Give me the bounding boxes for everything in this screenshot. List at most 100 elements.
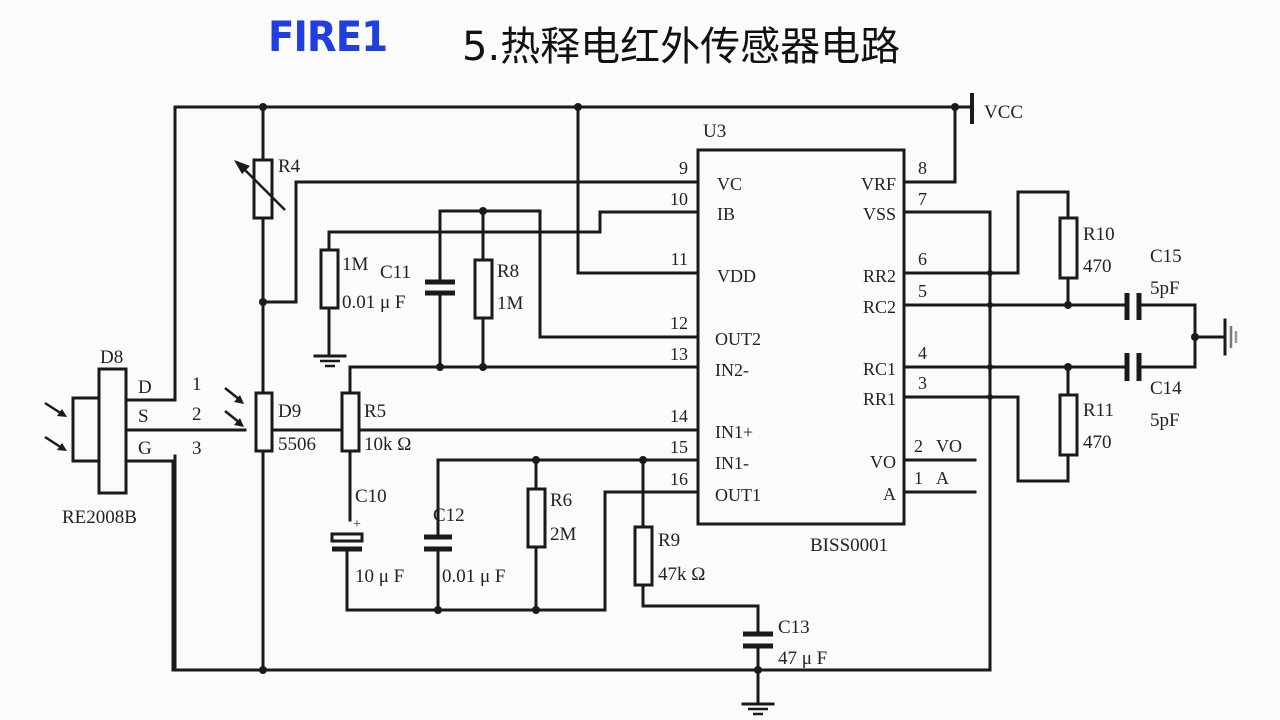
c11-value: 0.01 μ F <box>342 292 406 313</box>
pin-num-15: 15 <box>670 437 688 457</box>
d8-pin-num-1: 1 <box>192 374 202 395</box>
pin-name-rr1: RR1 <box>863 389 896 409</box>
c15-ref: C15 <box>1150 246 1182 267</box>
photoresistor-d9 <box>224 387 344 672</box>
ground-rail <box>173 210 992 674</box>
r9-ref: R9 <box>658 530 680 551</box>
resistor-r5 <box>340 365 361 522</box>
d8-pin-num-3: 3 <box>192 438 202 459</box>
capacitor-c13 <box>741 631 775 716</box>
c13-value: 47 μ F <box>778 648 827 669</box>
d8-pin-d: D <box>138 377 152 398</box>
pin-name-rc1: RC1 <box>863 359 896 379</box>
d8-pin-s: S <box>138 406 149 427</box>
c11-ref: C11 <box>380 262 411 283</box>
pin-name-out1: OUT1 <box>715 485 761 505</box>
pin-name-out2: OUT2 <box>715 329 761 349</box>
pin-name-vc: VC <box>717 174 742 194</box>
capacitor-c12 <box>424 458 452 614</box>
resistor-1m <box>313 248 347 368</box>
pin-num-6: 6 <box>918 249 927 269</box>
r11-ref: R11 <box>1083 400 1114 421</box>
r6-value: 2M <box>550 524 577 545</box>
resistor-r8 <box>473 207 494 371</box>
pin-num-16: 16 <box>670 469 688 489</box>
r9-value: 47k Ω <box>658 564 705 585</box>
d8-ref: D8 <box>100 347 123 368</box>
ib-wire <box>327 210 602 252</box>
out-num-1: 1 <box>914 468 923 488</box>
pin-name-vss: VSS <box>863 204 896 224</box>
out1-wire <box>345 490 607 612</box>
r11-value: 470 <box>1083 432 1112 453</box>
c15-value: 5pF <box>1150 278 1180 299</box>
pin-name-in2-: IN2- <box>715 360 749 380</box>
d9-ref: D9 <box>278 401 301 422</box>
d8-pin-g: G <box>138 438 152 459</box>
pin-name-rr2: RR2 <box>863 266 896 286</box>
pin-num-12: 12 <box>670 313 688 333</box>
d8-pin-num-2: 2 <box>192 404 202 425</box>
pin-num-4: 4 <box>918 343 927 363</box>
pin-name-a: A <box>883 484 896 504</box>
pin-name-in1-: IN1- <box>715 453 749 473</box>
capacitor-c15 <box>1124 293 1238 369</box>
vc-wire <box>261 180 602 304</box>
resistor-r11 <box>987 363 1079 483</box>
pin-name-in1+: IN1+ <box>715 422 753 442</box>
pin-num-14: 14 <box>670 406 688 426</box>
pin-num-8: 8 <box>918 158 927 178</box>
logo: FIRE1 <box>268 12 388 61</box>
ic-ref: U3 <box>703 121 726 142</box>
pin-name-vdd: VDD <box>717 266 756 286</box>
pin-num-13: 13 <box>670 344 688 364</box>
resistor-r6 <box>526 456 547 614</box>
r5-value: 10k Ω <box>364 434 411 455</box>
capacitor-c10 <box>330 532 364 612</box>
vcc-label: VCC <box>984 102 1023 123</box>
pin-name-rc2: RC2 <box>863 297 896 317</box>
pin-num-10: 10 <box>670 189 688 209</box>
out-name-a: A <box>936 468 949 488</box>
pin-num-11: 11 <box>671 249 688 269</box>
c10-polarity: + <box>353 517 361 532</box>
pin-name-vrf: VRF <box>861 174 896 194</box>
r10-value: 470 <box>1083 256 1112 277</box>
c10-value: 10 μ F <box>355 566 404 587</box>
capacitor-c11 <box>425 209 542 371</box>
resistor-r4 <box>234 105 286 394</box>
c14-value: 5pF <box>1150 410 1180 431</box>
pin-num-5: 5 <box>918 281 927 301</box>
resistor-r10 <box>987 190 1079 309</box>
pin-num-9: 9 <box>679 158 688 178</box>
ic-left-pins <box>348 180 700 494</box>
pin-num-3: 3 <box>918 373 927 393</box>
ic-u3 <box>696 148 906 526</box>
c12-value: 0.01 μ F <box>442 566 506 587</box>
c12-ref: C12 <box>433 505 465 526</box>
c14-ref: C14 <box>1150 378 1182 399</box>
title-bar: FIRE1 5.热释电红外传感器电路 <box>0 0 1280 80</box>
r6-ref: R6 <box>550 490 572 511</box>
d9-value: 5506 <box>278 434 316 455</box>
c13-ref: C13 <box>778 617 810 638</box>
ic-right-pins <box>902 105 1127 494</box>
c10-ref: C10 <box>355 486 387 507</box>
r4-ref: R4 <box>278 156 301 177</box>
out-num-2: 2 <box>914 436 923 456</box>
pin-name-ib: IB <box>717 204 735 224</box>
pin-name-vo: VO <box>870 452 896 472</box>
pin-num-7: 7 <box>918 189 927 209</box>
r8-value: 1M <box>497 293 524 314</box>
ic-part: BISS0001 <box>810 535 888 556</box>
out-name-vo: VO <box>936 436 962 456</box>
pir-sensor-d8 <box>44 367 247 672</box>
r-1m-value: 1M <box>342 254 369 275</box>
r8-ref: R8 <box>497 261 519 282</box>
r10-ref: R10 <box>1083 224 1115 245</box>
r5-ref: R5 <box>364 401 386 422</box>
d8-part: RE2008B <box>62 507 137 528</box>
capacitor-c14 <box>1124 353 1142 381</box>
page-title: 5.热释电红外传感器电路 <box>462 24 901 70</box>
